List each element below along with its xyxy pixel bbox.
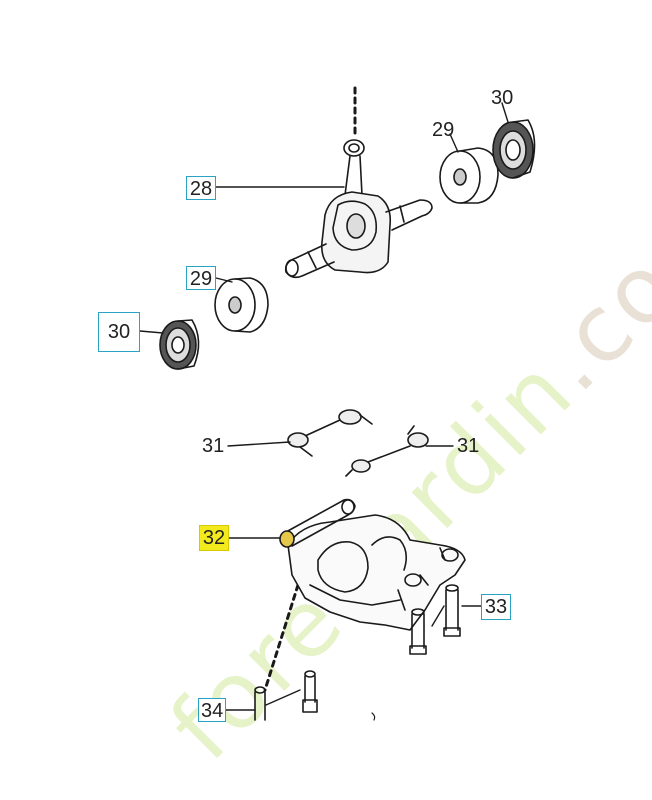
bearing-29-top: [439, 147, 499, 204]
callout-31-left: 31: [202, 435, 225, 457]
callout-30-top: 30: [491, 87, 514, 109]
bolt-33-left: [409, 608, 427, 655]
callout-29-top: 29: [432, 119, 455, 141]
wire-clip-31-lower: [345, 425, 429, 477]
callout-34: 34: [198, 698, 226, 722]
lower-axis-line: [263, 583, 300, 692]
callout-33: 33: [481, 594, 511, 620]
crankshaft-assembly: [284, 139, 433, 279]
bolt-34-right: [302, 670, 318, 713]
seal-30-top: [492, 119, 536, 179]
wire-clip-31-upper: [287, 409, 373, 457]
bolt-33-right: [443, 584, 461, 637]
bolt-34-left: [254, 686, 266, 721]
callout-28: 28: [186, 176, 216, 200]
callout-32: 32: [199, 525, 229, 551]
pin-32: [279, 498, 356, 548]
callout-29-left: 29: [186, 266, 216, 290]
bearing-29-left: [214, 277, 269, 333]
crankcase-half: [287, 514, 466, 631]
leader-lines: [139, 102, 509, 711]
seal-30-left: [159, 319, 200, 370]
callout-31-right: 31: [457, 435, 480, 457]
callout-30-left: 30: [98, 312, 140, 352]
